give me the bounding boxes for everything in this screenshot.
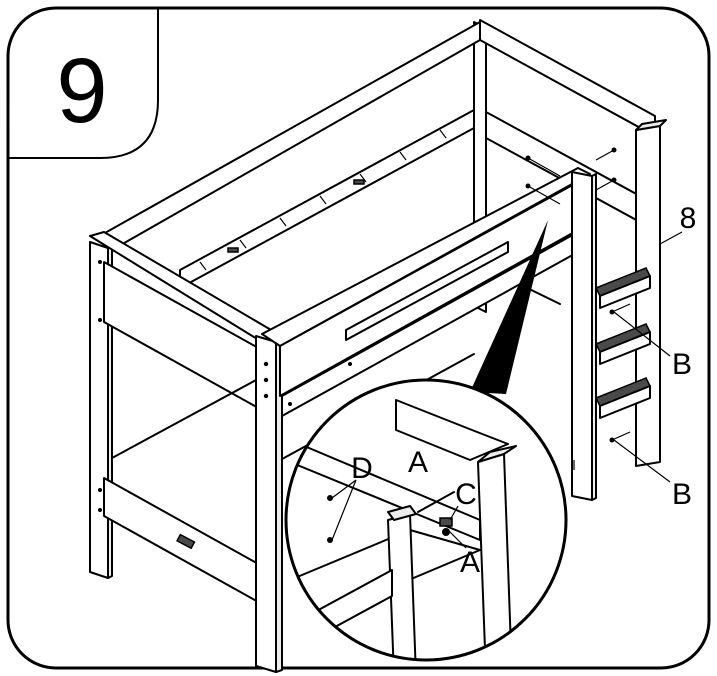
label-sticker [176,533,196,550]
step-number: 9 [56,40,107,142]
post-bolt-holes [98,260,269,512]
ladder-post-side [591,173,597,501]
detail-circle-border [284,378,568,662]
detail-pointer [470,220,548,394]
ladder-rail-side [635,119,667,131]
front-near-post [255,335,277,673]
detail-view [284,378,568,662]
bed-frame [89,19,667,673]
step-badge-outline [9,9,159,159]
label-detail-d: D [351,452,373,485]
ladder [573,119,667,470]
label-panel-8: 8 [680,202,697,235]
headboard-bolts [525,147,617,205]
near-side-top-rail [261,167,591,347]
frame-border [6,6,711,670]
ladder-rail [635,125,661,467]
label-bolt-b-lower: B [672,478,692,511]
ladder-post [571,171,593,501]
label-detail-a-bottom: A [460,546,480,579]
ladder-step-2-face [599,331,651,365]
slat-brackets [199,129,447,271]
ladder-step-3-face [599,385,651,419]
label-detail-a-top: A [408,446,428,479]
ladder-step-1-face [599,275,651,309]
part-labels: 8 B B D A C A [351,202,696,579]
guard-handle-slot [345,241,509,341]
back-headboard [479,19,656,137]
step-badge: 9 [9,9,159,159]
label-bolt-b-upper: B [672,348,692,381]
label-detail-c: C [455,478,477,511]
